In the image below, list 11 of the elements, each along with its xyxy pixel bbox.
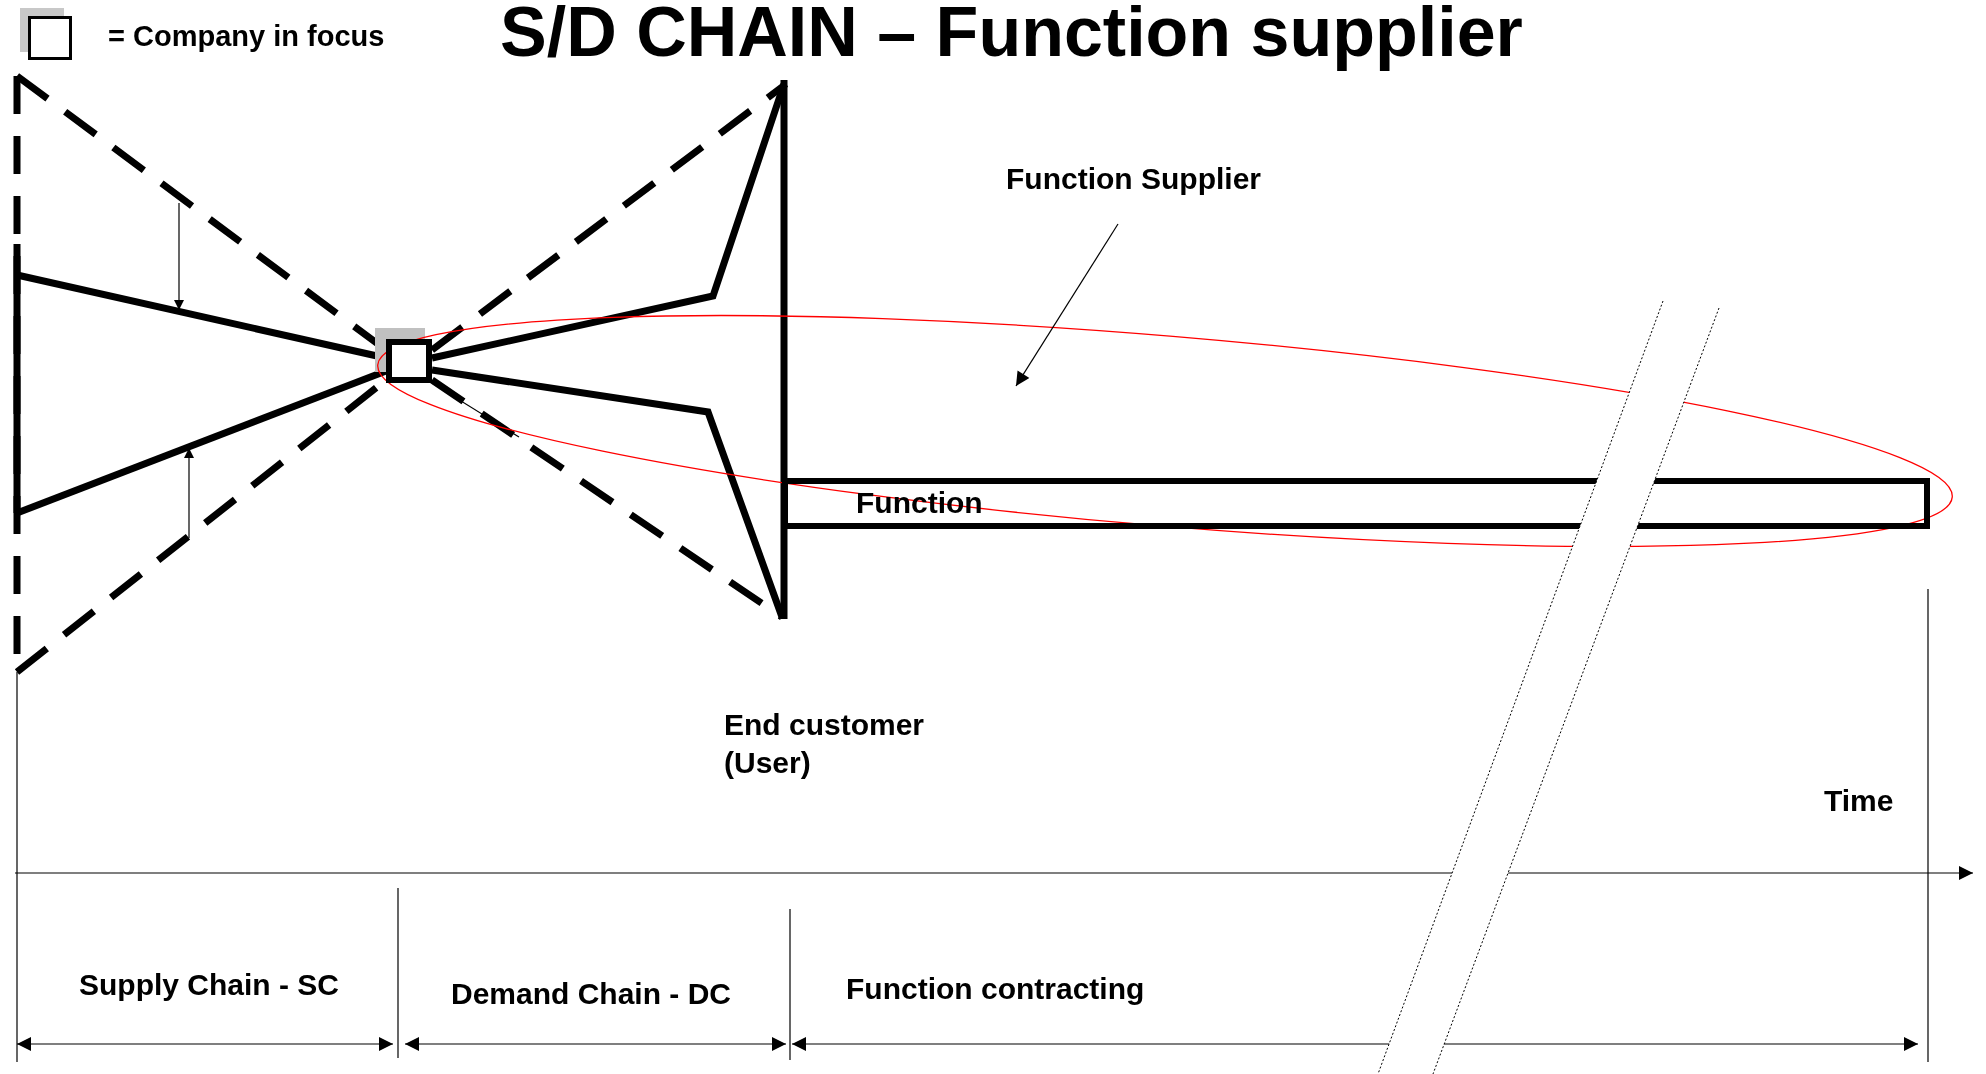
axis-label: Time xyxy=(1824,784,1894,819)
phase-label: Demand Chain - DC xyxy=(451,977,732,1012)
end-customer-label: End customer (User) xyxy=(724,707,926,781)
function-bar xyxy=(782,478,1930,529)
phase-label: Supply Chain - SC xyxy=(79,968,339,1003)
annotation-text: Function Supplier xyxy=(1006,162,1261,195)
company-box xyxy=(386,339,432,383)
leader-arrow xyxy=(1015,223,1119,387)
phase-label: Function contracting xyxy=(846,972,1145,1007)
legend-text: = Company in focus xyxy=(108,20,385,54)
title: S/D CHAIN – Function supplier xyxy=(500,0,1523,71)
